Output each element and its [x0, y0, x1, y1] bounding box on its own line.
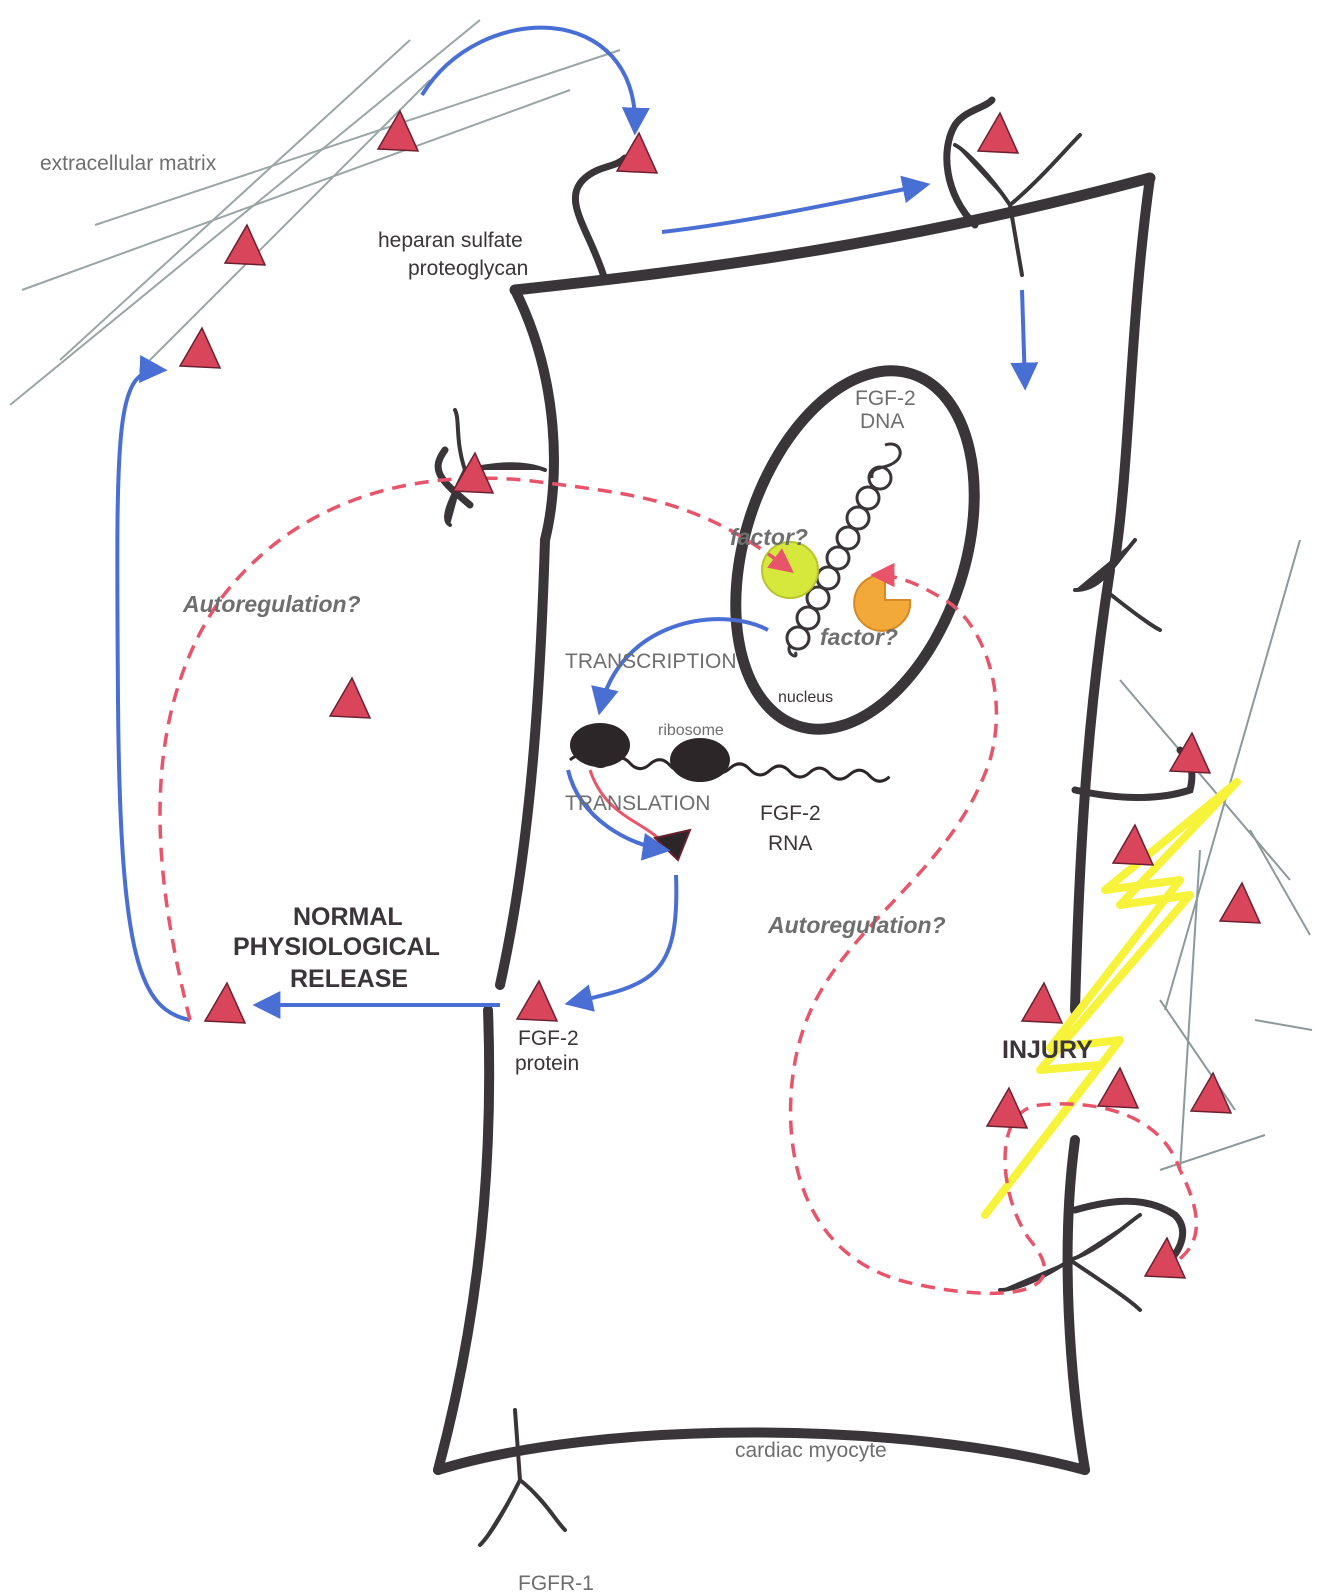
label-cardiac-myocyte: cardiac myocyte: [735, 1439, 887, 1462]
label-fgfr1: FGFR-1: [518, 1572, 594, 1593]
label-hspg-line2: proteoglycan: [408, 257, 528, 280]
extracellular-matrix-fibers: [10, 20, 620, 405]
label-autoregulation-right: Autoregulation?: [767, 912, 946, 938]
label-translation: TRANSLATION: [565, 792, 710, 815]
label-factor-bottom: factor?: [820, 624, 898, 650]
fgf2-triangle-6: [453, 453, 493, 493]
injury-lightning-bolt: [985, 782, 1237, 1215]
fgfr1-receptor-left: [446, 410, 545, 525]
label-hspg-line1: heparan sulfate: [378, 229, 523, 252]
label-transcription: TRANSCRIPTION: [565, 650, 737, 673]
fgf2-triangle-2: [617, 133, 657, 173]
ribosome-right: [670, 738, 730, 782]
label-normal-line1: NORMAL: [293, 903, 403, 931]
fgf2-triangle-14: [1098, 1068, 1138, 1108]
arrow-matrix-to-hspg: [422, 28, 635, 130]
fgf2-triangle-15: [987, 1088, 1027, 1128]
fgf2-triangle-11: [1113, 825, 1153, 865]
fgf2-triangle-13: [1022, 983, 1062, 1023]
fgf2-triangle-8: [205, 983, 245, 1023]
label-fgf2-rna-line2: RNA: [768, 832, 812, 855]
fgf2-triangle-10: [1170, 733, 1210, 773]
arrow-internalize: [1022, 290, 1025, 385]
arrow-to-receptor: [662, 185, 925, 232]
fgf2-triangle-1: [378, 111, 418, 151]
label-injury: INJURY: [1002, 1036, 1093, 1064]
label-fgf2-dna-line2: DNA: [860, 410, 904, 433]
label-normal-line2: PHYSIOLOGICAL: [233, 933, 440, 961]
fgf2-triangle-16: [1191, 1073, 1231, 1113]
label-fgf2-dna-line1: FGF-2: [855, 387, 916, 410]
fgf2-triangle-12: [1220, 883, 1260, 923]
label-fgf2-protein-line1: FGF-2: [518, 1027, 579, 1050]
label-extracellular-matrix: extracellular matrix: [40, 152, 217, 175]
label-autoregulation-left: Autoregulation?: [182, 591, 361, 617]
fgf2-triangle-3: [225, 225, 265, 265]
fgf2-triangle-9: [517, 981, 557, 1021]
fgf2-triangle-5: [978, 113, 1018, 153]
labels: extracellular matrix heparan sulfate pro…: [40, 152, 1093, 1593]
ribosome-left: [570, 723, 630, 767]
fgf2-triangle-4: [180, 328, 220, 368]
label-fgf2-protein-line2: protein: [515, 1052, 579, 1075]
label-normal-line3: RELEASE: [290, 965, 408, 993]
blue-flow-arrows: [117, 28, 1025, 1020]
factor-orange: [854, 575, 910, 631]
label-ribosome: ribosome: [658, 722, 724, 739]
arrow-to-protein: [570, 875, 676, 1003]
label-nucleus: nucleus: [778, 689, 833, 706]
label-fgf2-rna-line1: FGF-2: [760, 802, 821, 825]
nascent-fgf2-protein: [655, 830, 690, 860]
fgfr1-receptor-bottom: [480, 1410, 565, 1545]
arrow-release-to-matrix: [117, 370, 190, 1020]
fgf2-triangle-7: [330, 678, 370, 718]
label-factor-top: factor?: [730, 524, 808, 550]
